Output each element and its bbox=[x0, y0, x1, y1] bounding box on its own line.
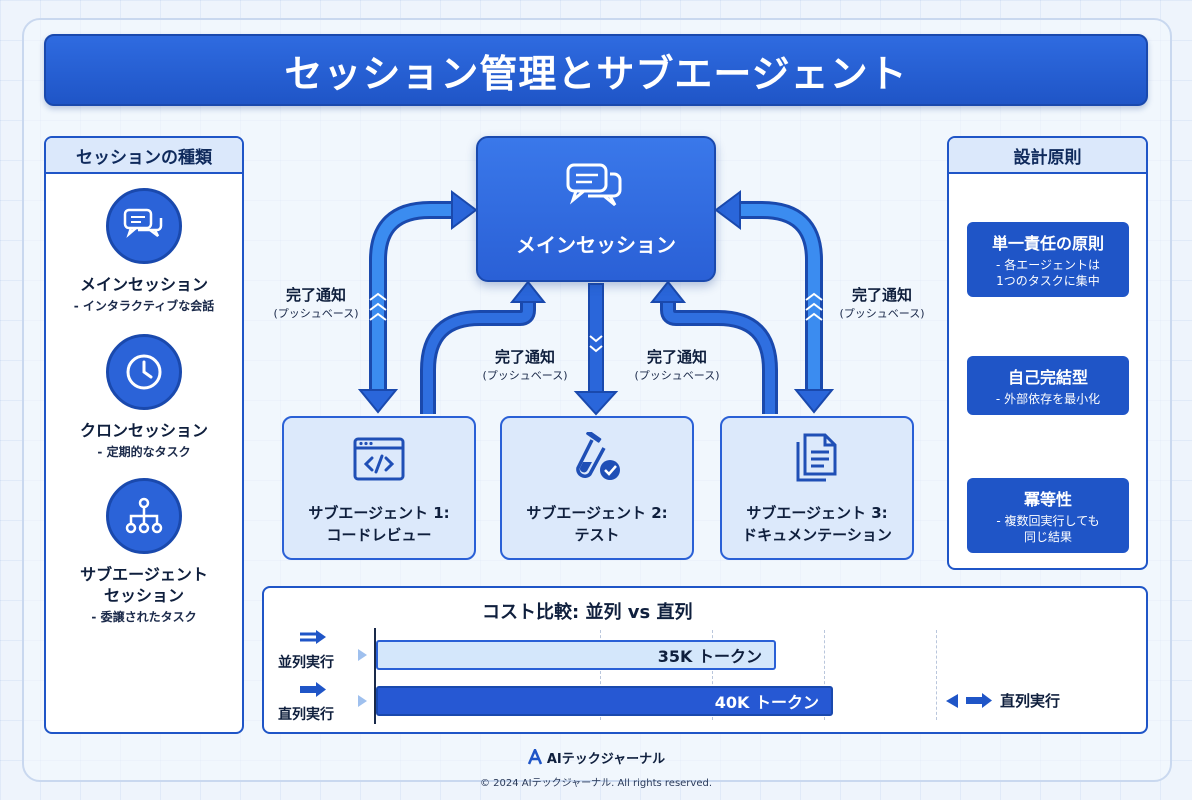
notice-center-left: 完了通知 (プッシュベース) bbox=[482, 348, 568, 382]
gridline bbox=[600, 630, 601, 720]
notice-right: 完了通知 (プッシュベース) bbox=[839, 286, 925, 320]
arrow-icon bbox=[300, 682, 326, 697]
code-window-icon bbox=[352, 436, 406, 488]
serial-bar: 40K トークン bbox=[376, 686, 833, 716]
document-icon bbox=[792, 432, 842, 488]
footer-brand: AIテックジャーナル bbox=[0, 746, 1192, 767]
gridline bbox=[712, 630, 713, 720]
parallel-label: 並列実行 bbox=[278, 655, 334, 671]
marker-triangle-icon bbox=[358, 649, 367, 661]
gridline bbox=[824, 630, 825, 720]
brand-logo-icon bbox=[527, 746, 543, 765]
notice-left: 完了通知 (プッシュベース) bbox=[273, 286, 359, 320]
principle-self-contained: 自己完結型 - 外部依存を最小化 bbox=[967, 356, 1129, 415]
principle-single-responsibility: 単一責任の原則 - 各エージェントは 1つのタスクに集中 bbox=[967, 222, 1129, 297]
parallel-bar: 35K トークン bbox=[376, 640, 776, 670]
notice-center-right: 完了通知 (プッシュベース) bbox=[634, 348, 720, 382]
design-principles-heading: 設計原則 bbox=[949, 138, 1146, 174]
footer-copyright: © 2024 AIテックジャーナル. All rights reserved. bbox=[479, 778, 713, 789]
cost-comparison-panel: コスト比較: 並列 vs 直列 並列実行 直列実行 35K トークン 40K ト… bbox=[262, 586, 1148, 734]
marker-triangle-icon bbox=[358, 695, 367, 707]
session-types-heading: セッションの種類 bbox=[46, 138, 242, 174]
clock-icon bbox=[106, 334, 182, 410]
subagent-1: サブエージェント 1: コードレビュー bbox=[282, 416, 476, 560]
page-title: セッション管理とサブエージェント bbox=[284, 51, 908, 96]
test-tube-icon bbox=[570, 430, 624, 488]
subagent-2: サブエージェント 2: テスト bbox=[500, 416, 694, 560]
left-bidirectional-arrow bbox=[357, 190, 478, 414]
title-bar: セッション管理とサブエージェント bbox=[44, 34, 1148, 106]
principle-idempotency: 冪等性 - 複数回実行しても 同じ結果 bbox=[967, 478, 1129, 553]
chat-icon bbox=[566, 163, 622, 206]
agent1-to-main-arrow bbox=[420, 280, 547, 414]
subagent-3: サブエージェント 3: ドキュメンテーション bbox=[720, 416, 914, 560]
session-type-main: メインセッション - インタラクティブな会話 bbox=[46, 188, 242, 314]
center-down-arrow bbox=[573, 283, 619, 416]
design-principles-panel: 設計原則 単一責任の原則 - 各エージェントは 1つのタスクに集中 自己完結型 … bbox=[947, 136, 1148, 570]
gridline bbox=[936, 630, 937, 720]
serial-side-label: 直列実行 bbox=[1000, 692, 1061, 710]
serial-label: 直列実行 bbox=[278, 707, 334, 723]
chat-icon bbox=[106, 188, 182, 264]
main-session-box: メインセッション bbox=[476, 136, 716, 282]
cost-title: コスト比較: 並列 vs 直列 bbox=[482, 602, 693, 623]
left-triangle-icon bbox=[946, 694, 958, 708]
hierarchy-icon bbox=[106, 478, 182, 554]
session-type-cron: クロンセッション - 定期的なタスク bbox=[46, 334, 242, 460]
main-session-label: メインセッション bbox=[516, 232, 676, 257]
double-arrow-icon bbox=[300, 630, 326, 644]
session-type-subagent: サブエージェント セッション - 委譲されたタスク bbox=[46, 478, 242, 625]
chart-axis bbox=[374, 628, 376, 724]
session-types-panel: セッションの種類 メインセッション - インタラクティブな会話 クロンセッション… bbox=[44, 136, 244, 734]
agent3-to-main-arrow bbox=[649, 280, 778, 414]
arrow-icon bbox=[966, 693, 992, 708]
right-bidirectional-arrow bbox=[714, 190, 835, 414]
